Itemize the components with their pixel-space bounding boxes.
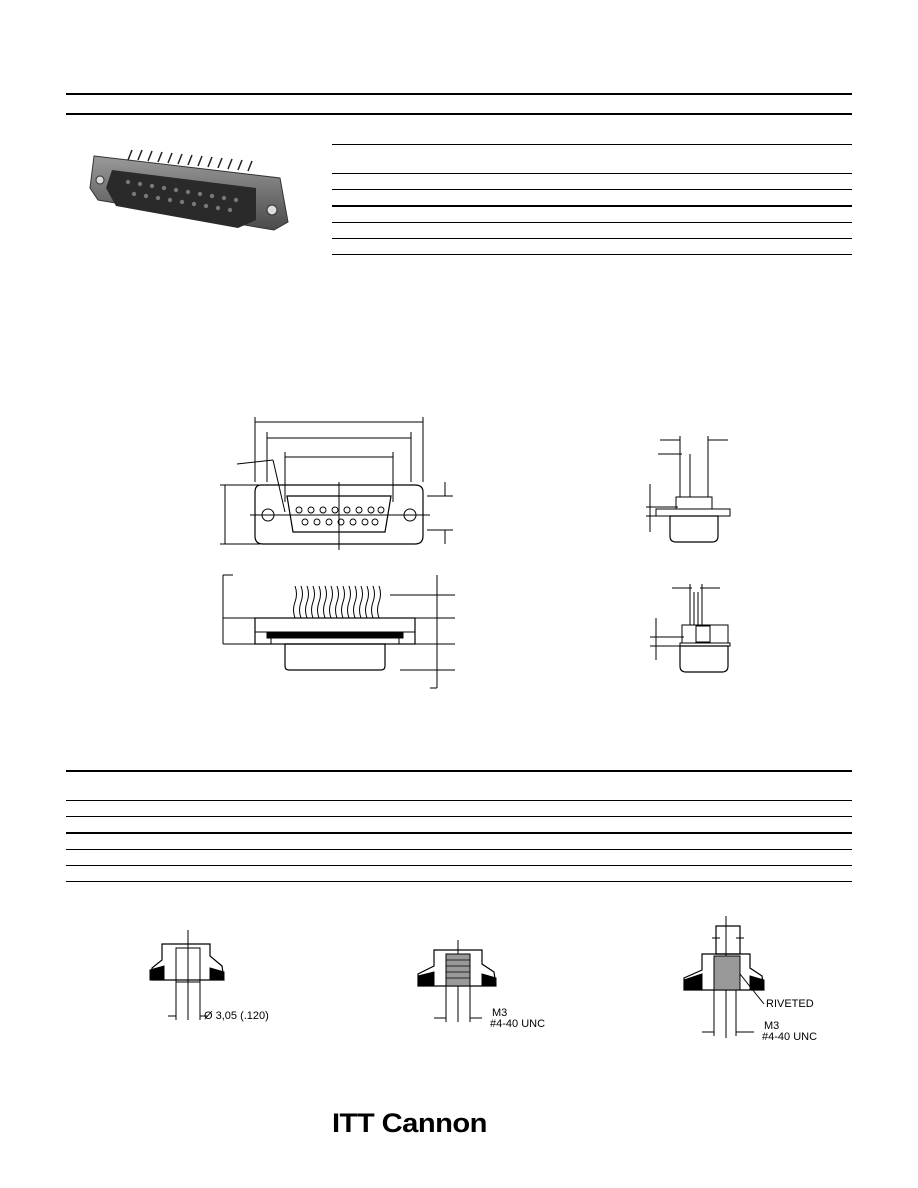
- thread-unc-label: #4-40 UNC: [490, 1018, 546, 1030]
- spec-rule-1: [332, 144, 852, 145]
- end-view-alt-drawing: [650, 584, 731, 673]
- hole-diameter-label: Ø 3,05 (.120): [204, 1010, 269, 1022]
- header-rule-bottom: [66, 113, 852, 115]
- thread-metric-label: M3: [492, 1007, 508, 1019]
- hardware-riveted-drawing: [683, 916, 765, 1038]
- hardware-threaded-insert-drawing: [417, 940, 497, 1022]
- spec-rule-5: [332, 222, 852, 223]
- order-rule-3: [66, 816, 852, 817]
- order-rule-7: [66, 881, 852, 882]
- brand-logo: ITT Cannon: [332, 1108, 488, 1138]
- thread-metric-label-2: M3: [764, 1020, 780, 1032]
- end-view-drawing: [646, 436, 731, 543]
- spec-rule-3: [332, 189, 852, 190]
- front-view-drawing: [220, 417, 453, 550]
- order-rule-6: [66, 865, 852, 866]
- order-rule-1: [66, 770, 852, 772]
- spec-rule-7: [332, 254, 852, 255]
- connector-photo: [89, 149, 289, 231]
- riveted-label: RIVETED: [766, 998, 814, 1010]
- spec-rule-6: [332, 238, 852, 239]
- header-rule-top: [66, 93, 852, 95]
- spec-rule-2: [332, 173, 852, 174]
- hardware-through-hole-drawing: [149, 930, 225, 1020]
- order-rule-2: [66, 800, 852, 801]
- side-view-drawing: [222, 574, 455, 689]
- order-rule-4: [66, 832, 852, 834]
- spec-rule-4: [332, 205, 852, 207]
- order-rule-5: [66, 849, 852, 850]
- thread-unc-label-2: #4-40 UNC: [762, 1031, 818, 1043]
